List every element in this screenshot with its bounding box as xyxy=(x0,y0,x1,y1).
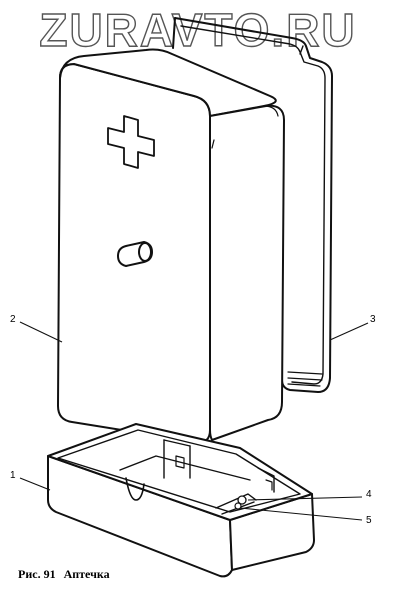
lid-part-2 xyxy=(57,48,285,444)
callout-leaders xyxy=(19,321,369,521)
base-part-1 xyxy=(47,423,315,578)
callout-4: 4 xyxy=(366,489,372,500)
rear-tray-part-3 xyxy=(172,17,333,393)
callout-3: 3 xyxy=(370,314,376,325)
cross-symbol xyxy=(107,115,155,169)
callout-5: 5 xyxy=(366,515,372,526)
figure-caption: Рис. 91 Аптечка xyxy=(18,567,398,582)
figure-number: Рис. 91 xyxy=(18,567,56,581)
figure-title: Аптечка xyxy=(63,567,110,581)
callout-2: 2 xyxy=(10,314,16,325)
callout-1: 1 xyxy=(10,470,16,481)
latch-knob xyxy=(117,241,153,267)
